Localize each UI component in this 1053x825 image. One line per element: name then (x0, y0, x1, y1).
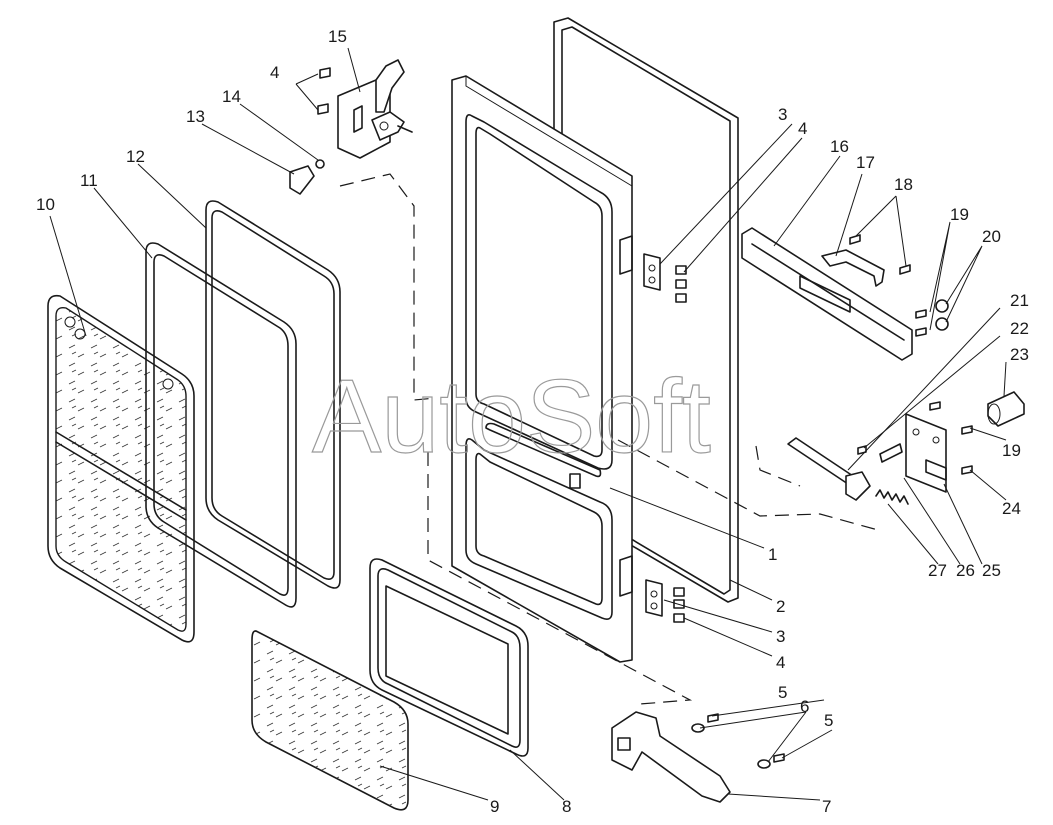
callout-9: 9 (490, 797, 499, 816)
washers-part-20 (935, 299, 949, 331)
screws-lock-part-4 (317, 67, 331, 115)
inner-seal-part-12 (205, 200, 341, 589)
callout-4-lower: 4 (776, 653, 785, 672)
assembly-paths (339, 173, 879, 705)
door-frame-part-1 (451, 75, 633, 663)
callout-24: 24 (1002, 499, 1021, 518)
callout-5-lower: 5 (824, 711, 833, 730)
washer-part-6 (691, 723, 771, 769)
bracket-part-16 (741, 227, 913, 361)
plate-part-25 (905, 413, 947, 493)
callout-10: 10 (36, 195, 55, 214)
lower-seal-part-8 (369, 558, 529, 757)
callout-18: 18 (894, 175, 913, 194)
callout-23: 23 (1010, 345, 1029, 364)
outer-handle-part-7 (611, 711, 731, 803)
callout-3-upper: 3 (778, 105, 787, 124)
callout-12: 12 (126, 147, 145, 166)
callout-11: 11 (80, 171, 98, 190)
callout-2: 2 (776, 597, 785, 616)
striker-part-13 (289, 165, 315, 195)
callout-6: 6 (800, 697, 809, 716)
callout-26: 26 (956, 561, 975, 580)
window-sash-part-10 (47, 294, 195, 643)
outer-seal-part-11 (145, 242, 297, 608)
spring-part-27 (875, 489, 909, 505)
lock-part-15 (337, 59, 413, 159)
screws-part-18 (849, 234, 911, 275)
callout-19-lower: 19 (1002, 441, 1021, 460)
callout-16: 16 (830, 137, 849, 156)
inner-handle-part-17 (821, 249, 885, 287)
callout-22: 22 (1010, 319, 1029, 338)
callout-17: 17 (856, 153, 875, 172)
callout-4-lock: 4 (270, 63, 279, 82)
hinge-upper-part-3 (643, 253, 661, 291)
callout-13: 13 (186, 107, 205, 126)
callout-19-upper: 19 (950, 205, 969, 224)
callout-21: 21 (1010, 291, 1029, 310)
callout-8: 8 (562, 797, 571, 816)
callout-25: 25 (982, 561, 1001, 580)
screws-lower-part-19 (929, 401, 973, 435)
screw-part-5b (773, 753, 785, 763)
callout-20: 20 (982, 227, 1001, 246)
rod-part-21 (787, 437, 871, 501)
nut-part-14 (315, 159, 325, 169)
screws-upper-part-19 (915, 309, 927, 337)
leader-lines (49, 47, 1007, 801)
callout-14: 14 (222, 87, 241, 106)
pin-part-26 (879, 443, 903, 463)
fixed-glass-part-9 (251, 630, 409, 811)
callout-4-upper: 4 (798, 119, 807, 138)
callout-5-upper: 5 (778, 683, 787, 702)
screws-upper-part-4 (675, 265, 687, 303)
callout-7: 7 (822, 797, 831, 816)
callout-labels: 15 4 14 13 12 11 10 3 4 16 17 18 19 20 2… (36, 27, 1029, 816)
callout-27: 27 (928, 561, 947, 580)
callout-3-lower: 3 (776, 627, 785, 646)
callout-15: 15 (328, 27, 347, 46)
hinge-lower-part-3 (645, 579, 663, 617)
watermark-text: AutoSoft (312, 359, 711, 475)
buffer-part-23 (987, 391, 1025, 427)
callout-1: 1 (768, 545, 777, 564)
